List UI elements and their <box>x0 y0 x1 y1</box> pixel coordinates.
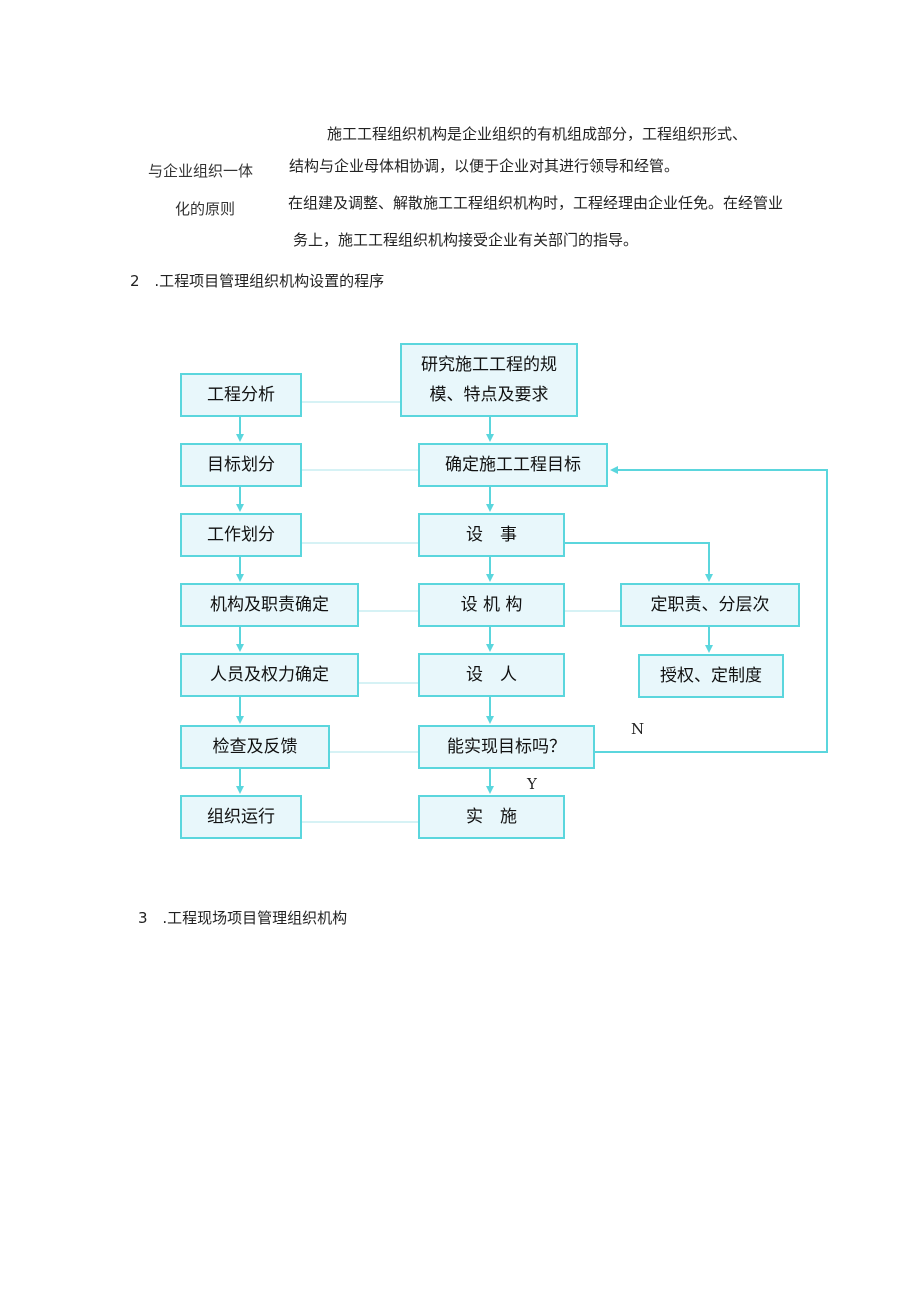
flow-box-project-analysis: 工程分析 <box>180 373 302 417</box>
flow-box-staff-authority: 人员及权力确定 <box>180 653 359 697</box>
flow-box-org-operation: 组织运行 <box>180 795 302 839</box>
section-2-number: 2 <box>130 272 140 290</box>
flow-box-org-duty: 机构及职责确定 <box>180 583 359 627</box>
flow-box-study-project: 研究施工工程的规模、特点及要求 <box>400 343 578 417</box>
flow-box-achievable: 能实现目标吗？ <box>418 725 595 769</box>
section-2-title: .工程项目管理组织机构设置的程序 <box>154 272 385 290</box>
principle-name-line-2: 化的原则 <box>175 200 236 218</box>
flow-box-set-goal: 确定施工工程目标 <box>418 443 608 487</box>
principle-desc-line-4: 务上，施工工程组织机构接受企业有关部门的指导。 <box>293 231 639 249</box>
flow-box-work-division: 工作划分 <box>180 513 302 557</box>
flow-box-implement: 实 施 <box>418 795 565 839</box>
section-2-heading: 2 .工程项目管理组织机构设置的程序 <box>130 270 384 291</box>
flow-box-set-org: 设 机 构 <box>418 583 565 627</box>
flow-label-no: N <box>631 720 645 738</box>
flow-box-set-staff: 设 人 <box>418 653 565 697</box>
flow-box-check-feedback: 检查及反馈 <box>180 725 330 769</box>
flow-label-yes: Y <box>527 775 537 793</box>
flow-box-duty-level: 定职责、分层次 <box>620 583 800 627</box>
principle-desc-line-1: 施工工程组织机构是企业组织的有机组成部分，工程组织形式、 <box>327 125 748 143</box>
section-3-title: .工程现场项目管理组织机构 <box>162 909 348 927</box>
flow-box-set-task: 设 事 <box>418 513 565 557</box>
section-3-number: 3 <box>138 909 148 927</box>
principle-desc-line-3: 在组建及调整、解散施工工程组织机构时，工程经理由企业任免。在经管业 <box>288 194 784 212</box>
principle-name-line-1: 与企业组织一体 <box>148 162 254 180</box>
principle-desc-line-2: 结构与企业母体相协调，以便于企业对其进行领导和经管。 <box>289 157 680 175</box>
flow-box-authorize-rules: 授权、定制度 <box>638 654 784 698</box>
flow-box-goal-division: 目标划分 <box>180 443 302 487</box>
section-3-heading: 3 .工程现场项目管理组织机构 <box>138 907 347 928</box>
